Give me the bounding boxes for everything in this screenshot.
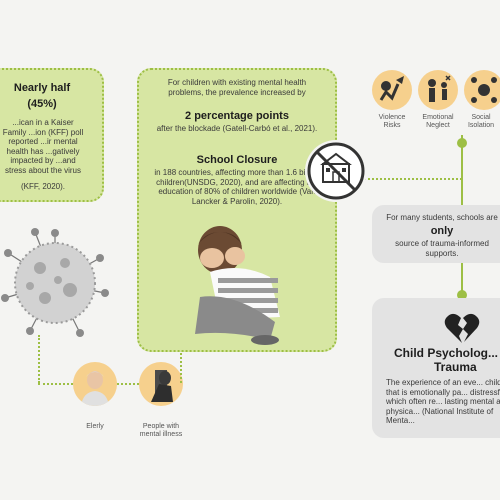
no-school-icon	[305, 140, 367, 202]
social-isolation-label: Social Isolation	[467, 114, 495, 129]
schools-post: source of trauma-informed supports.	[395, 239, 489, 258]
emotional-neglect-icon	[418, 70, 458, 110]
violence-risks-icon	[372, 70, 412, 110]
school-closure-text: in 188 countries, affecting more than 1.…	[154, 168, 320, 206]
nearly-half-title: Nearly half (45%)	[2, 82, 82, 110]
connector-virus-down	[38, 335, 40, 383]
mental-illness-label: People with mental illness	[139, 423, 183, 438]
emotional-neglect-label: Emotional Neglect	[422, 114, 454, 129]
schools-box: For many students, schools are only sour…	[372, 205, 500, 263]
connector-to-icons	[38, 383, 73, 385]
prevalence-box: For children with existing mental health…	[137, 68, 337, 352]
prevalence-highlight: 2 percentage points	[185, 110, 289, 122]
schools-pre: For many students, schools are	[386, 213, 498, 222]
connector-center-down	[180, 345, 182, 383]
connector-center-right	[335, 178, 462, 180]
schools-highlight: only	[430, 225, 454, 237]
child-illustration	[195, 226, 280, 345]
connector-node-top	[457, 138, 467, 148]
connector-icons-down	[461, 135, 463, 205]
school-closure-title: School Closure	[196, 154, 278, 166]
nearly-half-box: Nearly half (45%) ...ican in a Kaiser Fa…	[0, 68, 104, 202]
elderly-icon	[73, 362, 117, 406]
elderly-label: Elerly	[86, 423, 104, 430]
connector-node-bottom	[457, 290, 467, 300]
broken-heart-icon	[444, 313, 480, 343]
mental-illness-icon	[139, 362, 183, 406]
nearly-half-citation: (KFF, 2020).	[20, 182, 65, 191]
trauma-title: Child Psycholog... Trauma	[394, 346, 500, 374]
connector-between-icons	[117, 383, 139, 385]
social-isolation-icon	[464, 70, 500, 110]
nearly-half-title-line1: Nearly half	[13, 82, 71, 94]
nearly-half-body: ...ican in a Kaiser Family ...ion (KFF) …	[2, 118, 84, 175]
prevalence-intro: For children with existing mental health…	[167, 78, 307, 97]
trauma-title-line2: Trauma	[434, 360, 477, 374]
violence-risks-label: Violence Risks	[378, 114, 406, 129]
nearly-half-title-line2: (45%)	[27, 98, 57, 110]
trauma-box: Child Psycholog... Trauma The experience…	[372, 298, 500, 438]
connector-schools-down	[461, 263, 463, 299]
virus-illustration	[1, 228, 109, 337]
trauma-title-line1: Child Psycholog...	[394, 346, 499, 360]
prevalence-after: after the blockade (Gatell-Carbó et al.,…	[156, 124, 318, 133]
trauma-body: The experience of an eve... child that i…	[386, 378, 500, 425]
